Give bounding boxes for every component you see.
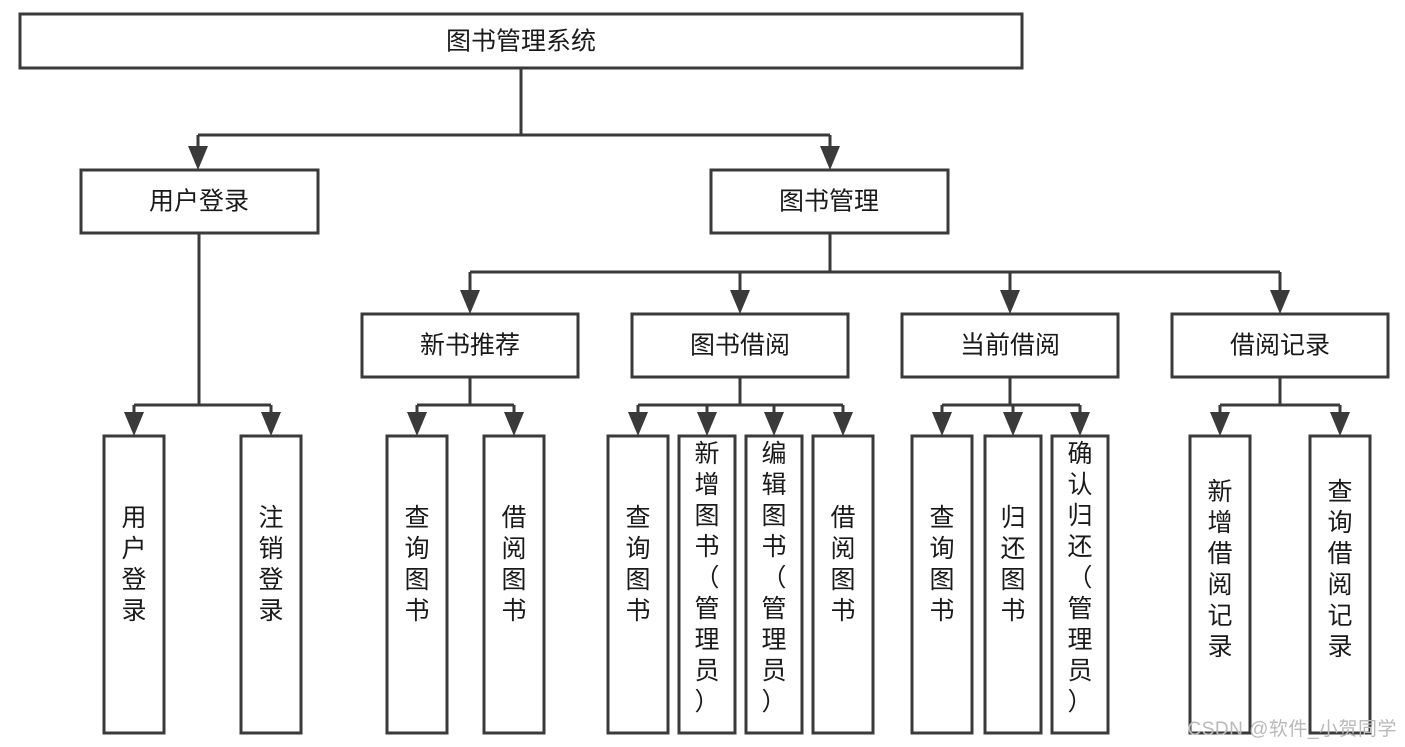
node-current-borrow[interactable]: 当前借阅 <box>900 312 1120 379</box>
leaf-query-borrow-record[interactable]: 查询借阅记录 <box>1308 434 1372 735</box>
arrowhead-newbook-to-leaf2 <box>504 412 524 436</box>
leaf-query-borrow-record-label: 查询借阅记录 <box>1327 478 1352 661</box>
leaf-user-login-box[interactable] <box>102 434 166 735</box>
leaf-add-borrow-record[interactable]: 新增借阅记录 <box>1188 434 1252 735</box>
leaf-confirm-return-admin-label: 确认归还（管理员） <box>1067 440 1092 716</box>
arrowhead-record-to-leaf1 <box>1210 412 1230 436</box>
leaf-query-book-recommend-box[interactable] <box>385 434 449 735</box>
node-root-system[interactable]: 图书管理系统 <box>18 12 1024 70</box>
leaf-edit-book-admin-box[interactable] <box>744 434 804 735</box>
node-book-management-label: 图书管理 <box>779 188 879 216</box>
connector-group-current <box>932 377 1090 436</box>
leaf-edit-book-admin[interactable]: 编辑图书（管理员） <box>744 434 804 735</box>
leaf-borrow-book-recommend-label: 借阅图书 <box>501 504 526 625</box>
node-book-borrow[interactable]: 图书借阅 <box>630 312 850 379</box>
leaf-query-book-recommend[interactable]: 查询图书 <box>385 434 449 735</box>
node-user-login[interactable]: 用户登录 <box>79 168 320 235</box>
connector-group-bookmgmt <box>460 233 1290 314</box>
node-borrow-record-box[interactable] <box>1170 312 1390 379</box>
leaf-borrow-book-recommend-box[interactable] <box>482 434 546 735</box>
leaf-return-book-label: 归还图书 <box>1000 504 1025 625</box>
node-borrow-record-label: 借阅记录 <box>1230 332 1330 360</box>
leaf-add-book-admin[interactable]: 新增图书（管理员） <box>677 434 737 735</box>
connector-group-newbook <box>407 377 524 436</box>
arrowhead-current-to-leaf3 <box>1070 412 1090 436</box>
leaf-edit-book-admin-label: 编辑图书（管理员） <box>761 440 786 716</box>
arrowhead-borrow-to-leaf1 <box>628 412 648 436</box>
leaf-borrow-book-recommend[interactable]: 借阅图书 <box>482 434 546 735</box>
node-new-book-recommend-box[interactable] <box>360 312 580 379</box>
node-root-system-box[interactable] <box>18 12 1024 70</box>
leaf-add-book-admin-label: 新增图书（管理员） <box>694 440 719 716</box>
connector-group-userlogin <box>124 233 281 436</box>
connector-group-root <box>188 68 840 170</box>
leaf-borrow-book[interactable]: 借阅图书 <box>811 434 875 735</box>
arrowhead-borrow-to-leaf3 <box>764 412 784 436</box>
node-current-borrow-label: 当前借阅 <box>960 332 1060 360</box>
node-book-borrow-label: 图书借阅 <box>690 332 790 360</box>
arrowhead-userlogin-to-leaf2 <box>261 412 281 436</box>
leaf-query-book-current[interactable]: 查询图书 <box>910 434 974 735</box>
arrowhead-root-to-userlogin <box>188 146 208 170</box>
leaf-query-book-borrow-box[interactable] <box>606 434 670 735</box>
csdn-watermark: CSDN @软件_小贺同学 <box>1187 719 1397 740</box>
arrowhead-borrow-to-leaf2 <box>697 412 717 436</box>
leaf-query-book-recommend-label: 查询图书 <box>404 504 429 625</box>
node-new-book-recommend[interactable]: 新书推荐 <box>360 312 580 379</box>
leaf-logout[interactable]: 注销登录 <box>239 434 303 735</box>
leaf-user-login[interactable]: 用户登录 <box>102 434 166 735</box>
leaf-return-book[interactable]: 归还图书 <box>983 434 1043 735</box>
leaf-query-book-borrow-label: 查询图书 <box>625 504 650 625</box>
node-current-borrow-box[interactable] <box>900 312 1120 379</box>
leaf-query-borrow-record-box[interactable] <box>1308 434 1372 735</box>
leaf-confirm-return-admin-box[interactable] <box>1050 434 1110 735</box>
leaf-logout-box[interactable] <box>239 434 303 735</box>
arrowhead-bookmgmt-to-current <box>1000 290 1020 314</box>
leaf-add-book-admin-box[interactable] <box>677 434 737 735</box>
node-borrow-record[interactable]: 借阅记录 <box>1170 312 1390 379</box>
arrowhead-newbook-to-leaf1 <box>407 412 427 436</box>
node-book-management[interactable]: 图书管理 <box>709 168 950 235</box>
leaf-confirm-return-admin[interactable]: 确认归还（管理员） <box>1050 434 1110 735</box>
leaf-query-book-borrow[interactable]: 查询图书 <box>606 434 670 735</box>
arrowhead-bookmgmt-to-record <box>1270 290 1290 314</box>
node-book-borrow-box[interactable] <box>630 312 850 379</box>
leaf-borrow-book-box[interactable] <box>811 434 875 735</box>
connector-group-borrow <box>628 377 853 436</box>
arrowhead-record-to-leaf2 <box>1330 412 1350 436</box>
node-book-management-box[interactable] <box>709 168 950 235</box>
leaf-logout-label: 注销登录 <box>258 504 283 625</box>
arrowhead-bookmgmt-to-newbook <box>460 290 480 314</box>
leaf-query-book-current-box[interactable] <box>910 434 974 735</box>
arrowhead-root-to-bookmgmt <box>820 146 840 170</box>
arrowhead-current-to-leaf2 <box>1003 412 1023 436</box>
node-user-login-box[interactable] <box>79 168 320 235</box>
leaf-add-borrow-record-box[interactable] <box>1188 434 1252 735</box>
leaf-borrow-book-label: 借阅图书 <box>830 504 855 625</box>
leaf-return-book-box[interactable] <box>983 434 1043 735</box>
arrowhead-bookmgmt-to-borrow <box>730 290 750 314</box>
leaf-user-login-label: 用户登录 <box>121 504 146 625</box>
connector-group-record <box>1210 377 1350 436</box>
node-user-login-label: 用户登录 <box>149 188 249 216</box>
node-new-book-recommend-label: 新书推荐 <box>420 332 520 360</box>
leaf-add-borrow-record-label: 新增借阅记录 <box>1207 478 1232 661</box>
arrowhead-current-to-leaf1 <box>932 412 952 436</box>
leaf-query-book-current-label: 查询图书 <box>929 504 954 625</box>
arrowhead-borrow-to-leaf4 <box>833 412 853 436</box>
node-root-system-label: 图书管理系统 <box>446 28 596 56</box>
arrowhead-userlogin-to-leaf1 <box>124 412 144 436</box>
